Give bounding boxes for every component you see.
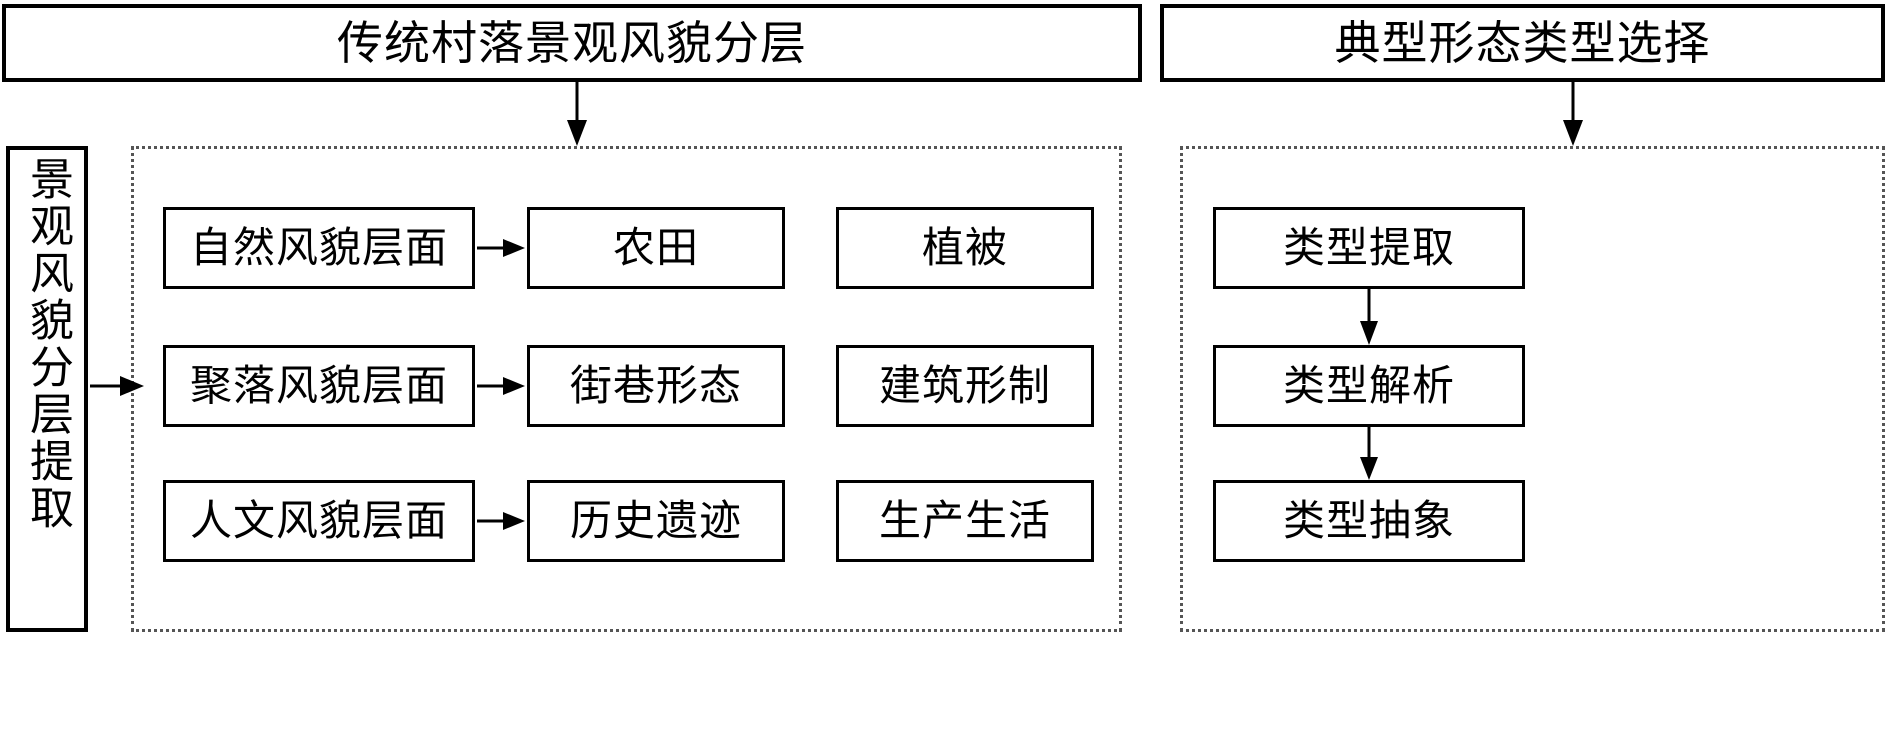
layer-item-text-2-1: 街巷形态 <box>569 361 742 410</box>
arrow-layer-to-item-2-icon <box>477 372 527 400</box>
arrow-layer-to-item-1-icon <box>477 234 527 262</box>
layer-item-text-3-2: 生产生活 <box>878 496 1051 545</box>
layer-item-box-3-2: 生产生活 <box>836 480 1094 562</box>
layer-item-text-3-1: 历史遗迹 <box>569 496 742 545</box>
arrow-title-to-panel-icon <box>562 82 592 148</box>
main-title-box: 传统村落景观风貌分层 <box>2 4 1142 82</box>
process-step-box-3: 类型抽象 <box>1213 480 1525 562</box>
process-step-box-1: 类型提取 <box>1213 207 1525 289</box>
arrow-label-to-layers-icon <box>90 372 146 400</box>
layer-name-text-2: 聚落风貌层面 <box>189 361 448 410</box>
process-step-text-1: 类型提取 <box>1282 223 1455 272</box>
vertical-label-box: 景观风貌分层提取 <box>6 146 88 632</box>
arrow-process-1-to-2-icon <box>1354 289 1384 347</box>
arrow-layer-to-item-3-icon <box>477 507 527 535</box>
layer-item-text-1-1: 农田 <box>612 223 699 272</box>
layer-name-text-3: 人文风貌层面 <box>189 496 448 545</box>
process-panel <box>1180 146 1885 632</box>
layer-item-box-2-1: 街巷形态 <box>527 345 785 427</box>
layer-item-box-3-1: 历史遗迹 <box>527 480 785 562</box>
layer-item-box-2-2: 建筑形制 <box>836 345 1094 427</box>
process-step-text-2: 类型解析 <box>1282 361 1455 410</box>
right-title-text: 典型形态类型选择 <box>1334 16 1711 70</box>
layer-name-box-3: 人文风貌层面 <box>163 480 475 562</box>
layer-name-text-1: 自然风貌层面 <box>189 223 448 272</box>
process-step-text-3: 类型抽象 <box>1282 496 1455 545</box>
layer-item-text-2-2: 建筑形制 <box>878 361 1051 410</box>
layer-item-box-1-2: 植被 <box>836 207 1094 289</box>
layer-name-box-2: 聚落风貌层面 <box>163 345 475 427</box>
layer-item-text-1-2: 植被 <box>921 223 1008 272</box>
vertical-label-text: 景观风貌分层提取 <box>22 156 73 532</box>
main-title-text: 传统村落景观风貌分层 <box>337 16 807 70</box>
right-title-box: 典型形态类型选择 <box>1160 4 1885 82</box>
layer-name-box-1: 自然风貌层面 <box>163 207 475 289</box>
layer-item-box-1-1: 农田 <box>527 207 785 289</box>
arrow-right-title-to-panel-icon <box>1558 82 1588 148</box>
arrow-process-2-to-3-icon <box>1354 427 1384 482</box>
process-step-box-2: 类型解析 <box>1213 345 1525 427</box>
